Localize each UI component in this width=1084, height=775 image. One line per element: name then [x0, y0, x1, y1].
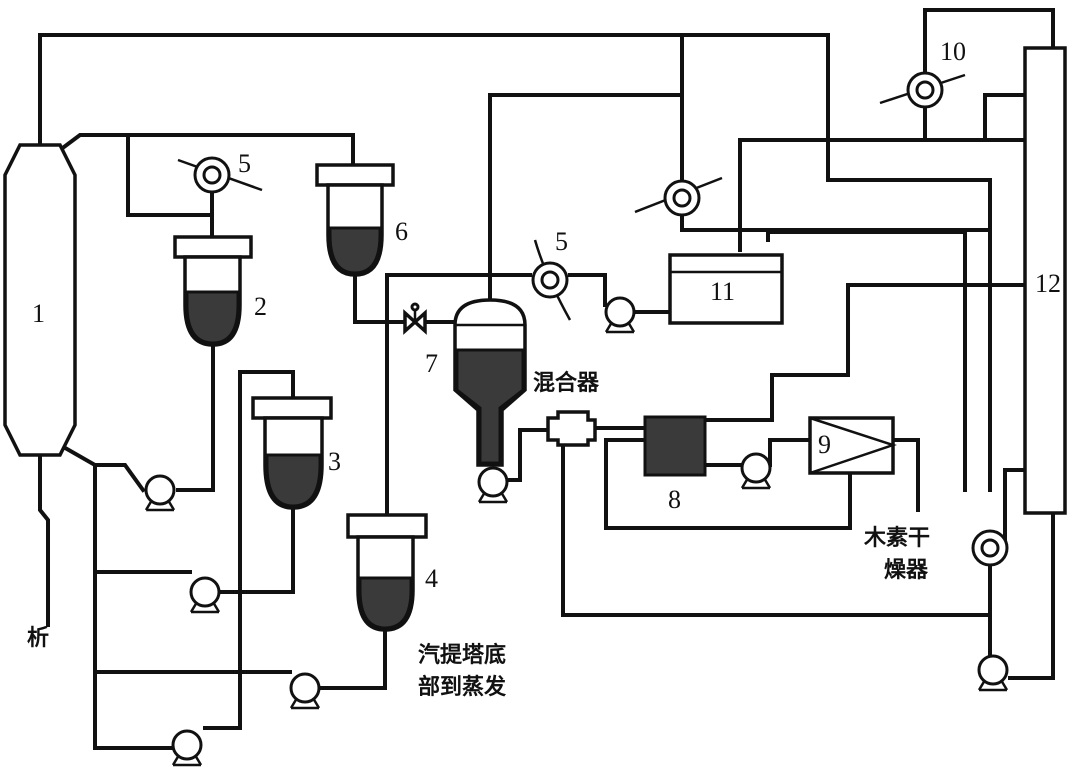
- compressor-5b-icon: [531, 239, 572, 321]
- compressor-5a-icon: [177, 156, 263, 194]
- label-5a: 5: [238, 149, 251, 178]
- pump-5-icon: [477, 466, 509, 504]
- pump-icons: [144, 296, 1009, 767]
- compressor-right-icon: [971, 529, 1009, 567]
- pump-4-icon: [171, 729, 203, 767]
- label-3: 3: [328, 447, 341, 476]
- label-mixer: 混合器: [533, 370, 600, 396]
- tank-11: [668, 253, 784, 325]
- label-stripper-bottom-line1: 汽提塔底: [418, 642, 506, 668]
- label-12: 12: [1035, 269, 1061, 298]
- valve-icon: [403, 302, 427, 335]
- label-2: 2: [254, 292, 267, 321]
- vessel-1: [3, 143, 77, 457]
- pump-6-icon: [604, 296, 636, 334]
- label-8: 8: [668, 485, 681, 514]
- label-10: 10: [940, 37, 966, 66]
- pump-1-icon: [144, 474, 176, 512]
- vessel-3: [251, 396, 333, 510]
- label-5b: 5: [555, 227, 568, 256]
- label-4: 4: [425, 564, 438, 593]
- label-lignin-dryer-line1: 木素干: [863, 525, 930, 551]
- label-6: 6: [395, 217, 408, 246]
- label-1: 1: [32, 299, 45, 328]
- label-lignin-dryer-line2: 燥器: [884, 558, 929, 583]
- pump-7-icon: [740, 452, 772, 490]
- mixer: [546, 410, 597, 447]
- vessel-7: [453, 298, 527, 467]
- compressor-upper-icon: [634, 176, 723, 217]
- pump-8-icon: [977, 654, 1009, 692]
- vessel-4: [346, 513, 428, 632]
- pump-2-icon: [189, 576, 221, 614]
- label-11: 11: [710, 277, 735, 306]
- label-7: 7: [425, 349, 438, 378]
- column-12: [1023, 46, 1067, 515]
- unit-9: [808, 416, 897, 475]
- vessel-6: [315, 163, 395, 277]
- label-9: 9: [818, 430, 831, 459]
- label-stripper-bottom-line2: 部到蒸发: [418, 674, 507, 700]
- label-xi: 析: [27, 626, 49, 651]
- filter-8: [643, 415, 707, 477]
- vessel-2: [173, 235, 253, 347]
- compressor-10-icon: [879, 71, 966, 109]
- pump-3-icon: [289, 672, 321, 710]
